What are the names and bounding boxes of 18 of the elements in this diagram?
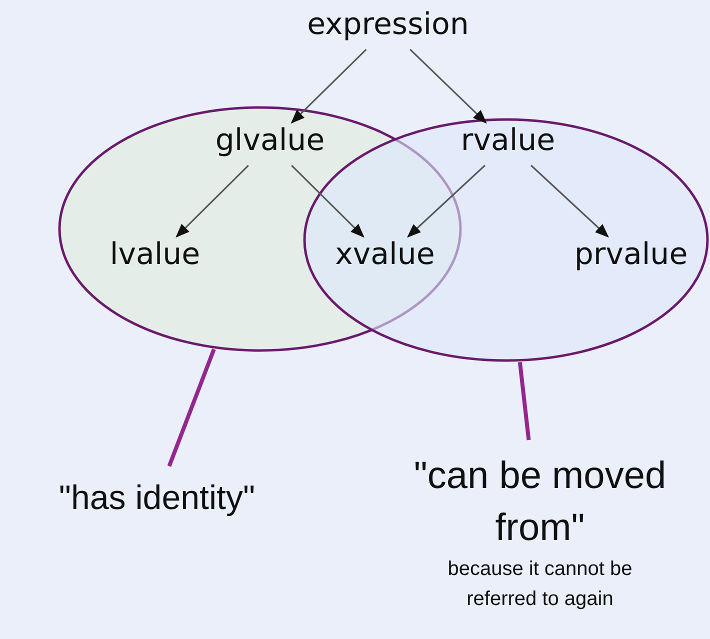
category-label: rvalue	[446, 124, 570, 164]
category-label: expression	[284, 8, 492, 48]
category-label: lvalue	[95, 238, 215, 278]
arrow	[176, 164, 249, 238]
leader-line	[167, 348, 216, 467]
note-text: because it cannot be referred to again	[446, 557, 634, 612]
arrow	[407, 164, 486, 238]
property-text: "can be moved from"	[412, 454, 668, 551]
arrow	[530, 164, 609, 238]
property-text: "has identity"	[20, 468, 294, 528]
category-label: glvalue	[198, 124, 342, 164]
arrow	[290, 48, 367, 124]
category-label: xvalue	[320, 238, 450, 278]
arrow	[291, 164, 364, 238]
leader-line	[518, 362, 531, 440]
arrow	[410, 48, 487, 124]
category-label: prvalue	[556, 238, 706, 278]
ellipse	[58, 106, 462, 352]
